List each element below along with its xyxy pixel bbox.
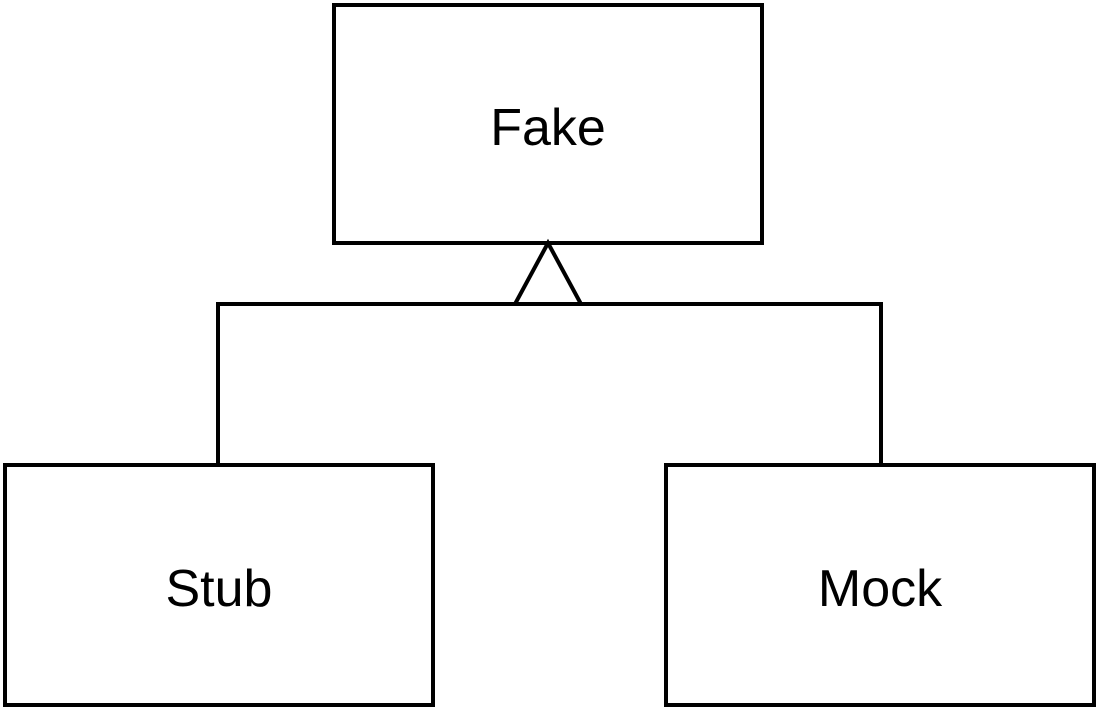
node-fake: Fake <box>332 3 764 245</box>
node-fake-box <box>332 3 764 245</box>
node-mock-box <box>664 463 1096 707</box>
node-stub-label: Stub <box>166 560 273 618</box>
inheritance-arrowhead-icon <box>511 238 585 306</box>
node-stub-box <box>3 463 435 707</box>
node-stub: Stub <box>3 463 435 707</box>
node-fake-label: Fake <box>490 99 606 157</box>
node-mock: Mock <box>664 463 1096 707</box>
node-mock-label: Mock <box>818 560 943 618</box>
